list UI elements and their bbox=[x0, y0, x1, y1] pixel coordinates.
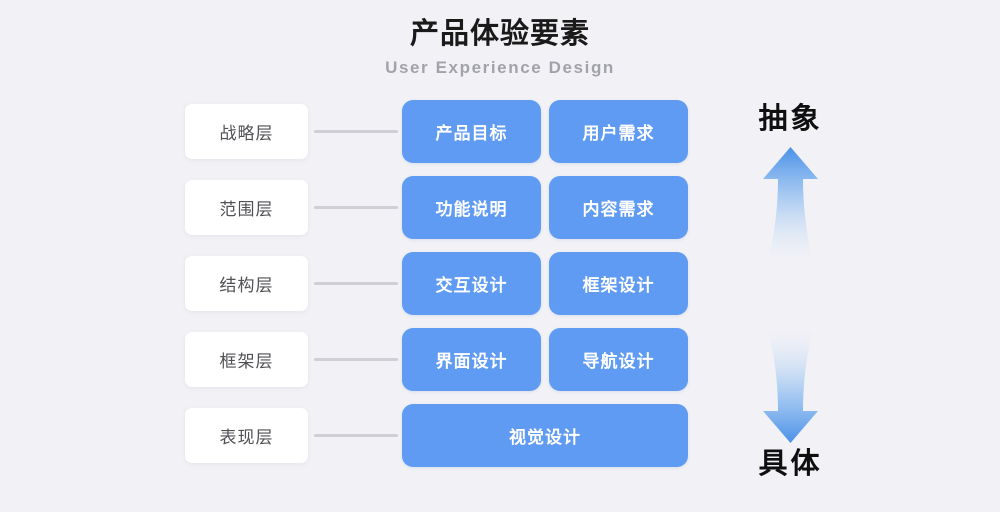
layer-row: 表现层 视觉设计 bbox=[0, 404, 1000, 467]
arrow-up-icon bbox=[718, 143, 863, 268]
layer-card-text: 用户需求 bbox=[582, 124, 655, 143]
layer-label-skeleton[interactable]: 框架层 bbox=[185, 332, 308, 387]
layer-card[interactable]: 内容需求 bbox=[549, 176, 688, 239]
layer-card-text: 内容需求 bbox=[582, 200, 655, 219]
connector-line bbox=[314, 358, 398, 361]
layer-row: 范围层 功能说明 内容需求 bbox=[0, 176, 1000, 239]
layer-cards: 视觉设计 bbox=[402, 404, 688, 467]
connector-line bbox=[314, 206, 398, 209]
layer-card-text: 功能说明 bbox=[435, 200, 508, 219]
layer-label-text: 结构层 bbox=[219, 276, 274, 295]
axis-label-abstract: 抽象 bbox=[758, 103, 823, 135]
layer-label-scope[interactable]: 范围层 bbox=[185, 180, 308, 235]
layer-card[interactable]: 产品目标 bbox=[402, 100, 541, 163]
layer-label-text: 框架层 bbox=[219, 352, 274, 371]
layer-card-text: 产品目标 bbox=[435, 124, 508, 143]
layers-diagram: 战略层 产品目标 用户需求 范围层 功能说明 内容需求 结构层 bbox=[0, 100, 1000, 480]
page-header: 产品体验要素 User Experience Design bbox=[0, 16, 1000, 78]
layer-cards: 功能说明 内容需求 bbox=[402, 176, 688, 239]
connector-line bbox=[314, 434, 398, 437]
page-subtitle: User Experience Design bbox=[385, 57, 615, 77]
layer-card[interactable]: 导航设计 bbox=[549, 328, 688, 391]
layer-label-text: 表现层 bbox=[219, 428, 274, 447]
layer-row: 结构层 交互设计 框架设计 bbox=[0, 252, 1000, 315]
connector-line bbox=[314, 282, 398, 285]
layer-label-surface[interactable]: 表现层 bbox=[185, 408, 308, 463]
layer-card-text: 框架设计 bbox=[582, 276, 655, 295]
layer-card-text: 导航设计 bbox=[582, 352, 655, 371]
arrow-down-icon bbox=[718, 327, 863, 452]
layer-label-strategy[interactable]: 战略层 bbox=[185, 104, 308, 159]
layer-card-text: 交互设计 bbox=[435, 276, 508, 295]
layer-label-text: 范围层 bbox=[219, 200, 274, 219]
layer-cards: 交互设计 框架设计 bbox=[402, 252, 688, 315]
layer-card[interactable]: 界面设计 bbox=[402, 328, 541, 391]
layer-row: 框架层 界面设计 导航设计 bbox=[0, 328, 1000, 391]
abstraction-axis: 抽象 具体 bbox=[718, 95, 863, 485]
connector-line bbox=[314, 130, 398, 133]
layer-card[interactable]: 功能说明 bbox=[402, 176, 541, 239]
layer-card[interactable]: 框架设计 bbox=[549, 252, 688, 315]
layer-card-text: 视觉设计 bbox=[509, 428, 581, 447]
layer-card-text: 界面设计 bbox=[435, 352, 508, 371]
layer-cards: 产品目标 用户需求 bbox=[402, 100, 688, 163]
axis-label-concrete: 具体 bbox=[758, 448, 823, 480]
layer-row: 战略层 产品目标 用户需求 bbox=[0, 100, 1000, 163]
page-title: 产品体验要素 bbox=[409, 18, 590, 50]
layer-card[interactable]: 交互设计 bbox=[402, 252, 541, 315]
layer-label-text: 战略层 bbox=[219, 124, 274, 143]
layer-cards: 界面设计 导航设计 bbox=[402, 328, 688, 391]
layer-card[interactable]: 用户需求 bbox=[549, 100, 688, 163]
layer-label-structure[interactable]: 结构层 bbox=[185, 256, 308, 311]
layer-card[interactable]: 视觉设计 bbox=[402, 404, 688, 467]
